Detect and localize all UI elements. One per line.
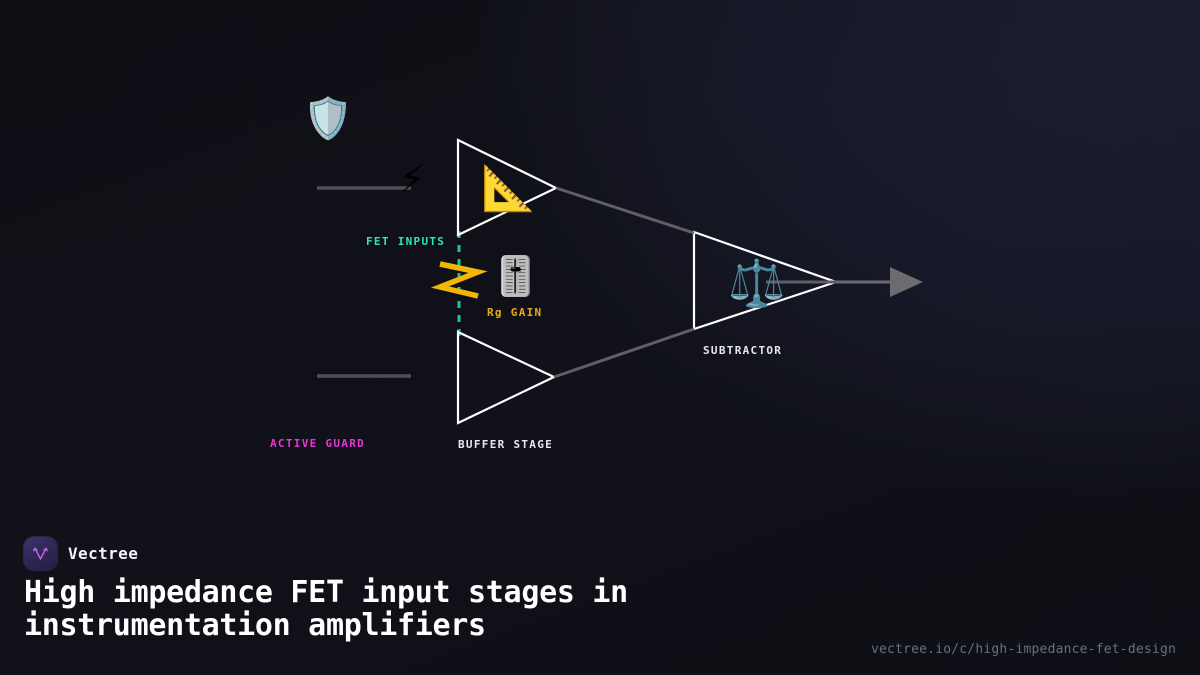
subtractor-amp: [692, 230, 840, 331]
brand-name: Vectree: [68, 544, 139, 563]
balance-scale-icon: ⚖️: [728, 256, 786, 310]
source-url: vectree.io/c/high-impedance-fet-design: [870, 642, 1176, 657]
triangular-ruler-icon: 📐: [481, 163, 536, 214]
lightning-bolt-icon: ⚡: [399, 157, 426, 201]
circuit-diagram: [317, 138, 923, 425]
label-subtractor: SUBTRACTOR: [703, 344, 783, 357]
gain-resistor: [430, 261, 488, 299]
wire-bottom-to-subtractor: [553, 327, 695, 379]
label-fet-inputs: FET INPUTS: [366, 235, 446, 248]
shield-icon: 🛡️: [303, 96, 353, 142]
label-rg-gain: Rg GAIN: [487, 306, 543, 319]
vectree-logo-icon: [24, 537, 57, 570]
footer: Vectree High impedance FET input stages …: [0, 515, 1200, 675]
brand: Vectree: [24, 537, 138, 570]
level-slider-icon: 🎚️: [492, 254, 540, 298]
label-active-guard: ACTIVE GUARD: [270, 437, 366, 450]
label-buffer-stage: BUFFER STAGE: [458, 438, 554, 451]
top-buffer-amp: [456, 138, 559, 237]
page-title: High impedance FET input stages in instr…: [24, 575, 628, 643]
bottom-buffer-amp: [456, 330, 557, 425]
wire-top-to-subtractor: [555, 186, 695, 235]
